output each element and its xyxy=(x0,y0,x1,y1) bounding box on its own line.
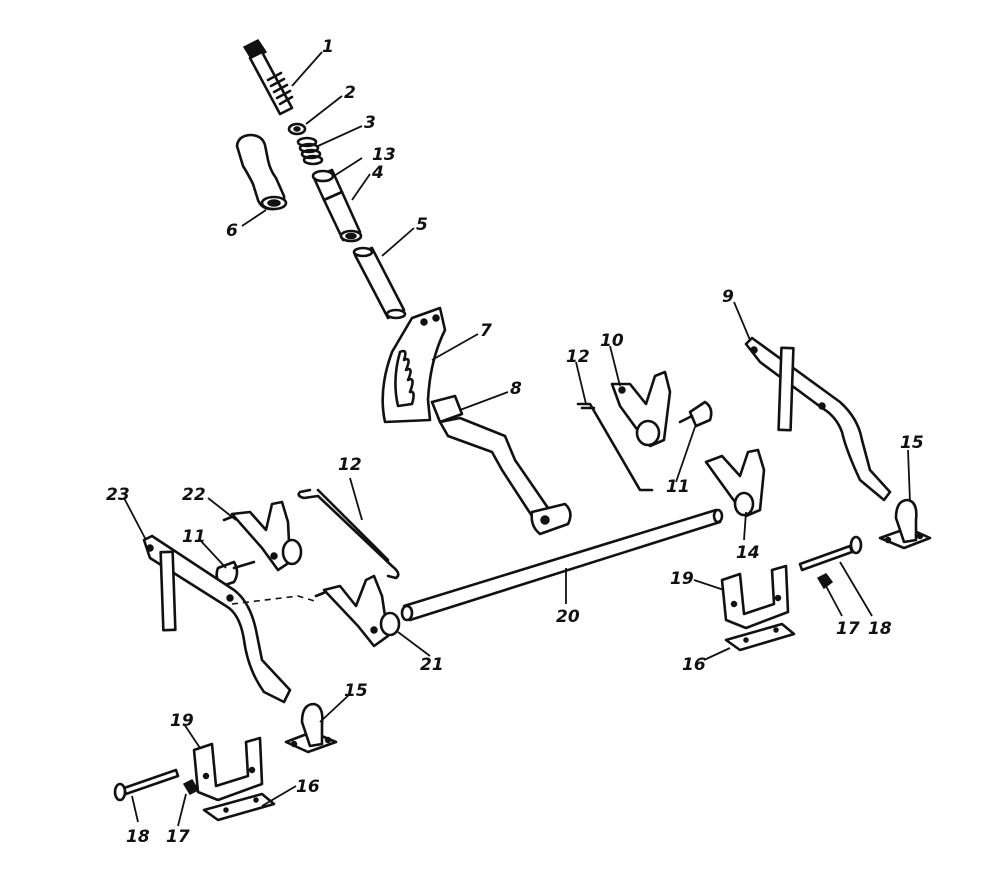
part-21-bracket xyxy=(314,574,401,648)
part-19-bracket-left xyxy=(192,736,264,802)
callout-9: 9 xyxy=(722,287,734,307)
part-12-rod-lower xyxy=(297,488,400,580)
part-22-bracket xyxy=(222,500,303,572)
callout-16-right: 16 xyxy=(682,655,706,675)
callout-11-upper: 11 xyxy=(666,477,690,497)
callout-13: 13 xyxy=(372,145,396,165)
callout-17-right: 17 xyxy=(836,619,860,639)
callout-4: 4 xyxy=(371,163,384,183)
callout-23: 23 xyxy=(106,485,130,505)
leader-lines xyxy=(123,51,911,827)
callout-11-lower: 11 xyxy=(182,527,206,547)
part-14-bracket xyxy=(704,448,766,518)
part-13-collar xyxy=(311,168,344,202)
callout-19-right: 19 xyxy=(670,569,694,589)
callout-2: 2 xyxy=(344,83,356,103)
callout-20: 20 xyxy=(556,607,580,627)
part-15-clamp-left xyxy=(284,702,338,754)
part-4-sleeve xyxy=(322,190,363,243)
part-10-bracket xyxy=(610,370,672,448)
callout-8: 8 xyxy=(510,379,522,399)
part-16-plate-left xyxy=(202,792,276,822)
part-11-pin-upper xyxy=(678,400,713,428)
callout-12-lower: 12 xyxy=(338,455,362,475)
part-15-clamp-right xyxy=(878,498,932,550)
callout-16-left: 16 xyxy=(296,777,320,797)
callout-1: 1 xyxy=(322,37,334,57)
callout-5: 5 xyxy=(416,215,428,235)
callout-15-left: 15 xyxy=(344,681,368,701)
part-18-pin-left xyxy=(113,768,180,802)
callout-14: 14 xyxy=(736,543,760,563)
callout-12-upper: 12 xyxy=(566,347,590,367)
callout-18-right: 18 xyxy=(868,619,892,639)
part-12-rod-upper xyxy=(576,402,654,492)
part-2-washer xyxy=(287,122,307,136)
part-9-right-arm xyxy=(744,336,892,502)
callout-10: 10 xyxy=(600,331,624,351)
part-20-shaft xyxy=(400,508,724,622)
part-7-quadrant-plate xyxy=(381,306,447,424)
part-11-pin-lower xyxy=(215,560,256,588)
part-18-pin-right xyxy=(798,535,863,572)
callout-3: 3 xyxy=(364,113,376,133)
part-1-bolt xyxy=(242,39,294,116)
alignment-dashed-line xyxy=(231,595,319,605)
callout-19-left: 19 xyxy=(170,711,194,731)
callout-15-right: 15 xyxy=(900,433,924,453)
callout-labels: 1 2 3 13 4 6 5 7 8 12 10 9 11 15 12 23 2… xyxy=(106,37,924,847)
callout-22: 22 xyxy=(182,485,206,505)
part-17-clip-left xyxy=(182,779,200,795)
part-23-left-arm xyxy=(142,534,292,704)
callout-17-left: 17 xyxy=(166,827,190,847)
part-5-tube xyxy=(352,246,407,320)
part-6-handle-grip xyxy=(235,133,288,211)
part-8-shift-lever xyxy=(430,394,572,536)
part-16-plate-right xyxy=(724,622,796,652)
callout-21: 21 xyxy=(420,655,444,675)
part-19-bracket-right xyxy=(720,564,790,630)
callout-7: 7 xyxy=(480,321,492,341)
callout-18-left: 18 xyxy=(126,827,150,847)
callout-6: 6 xyxy=(226,221,238,241)
part-3-spring xyxy=(296,136,324,166)
part-17-clip-right xyxy=(816,573,834,590)
